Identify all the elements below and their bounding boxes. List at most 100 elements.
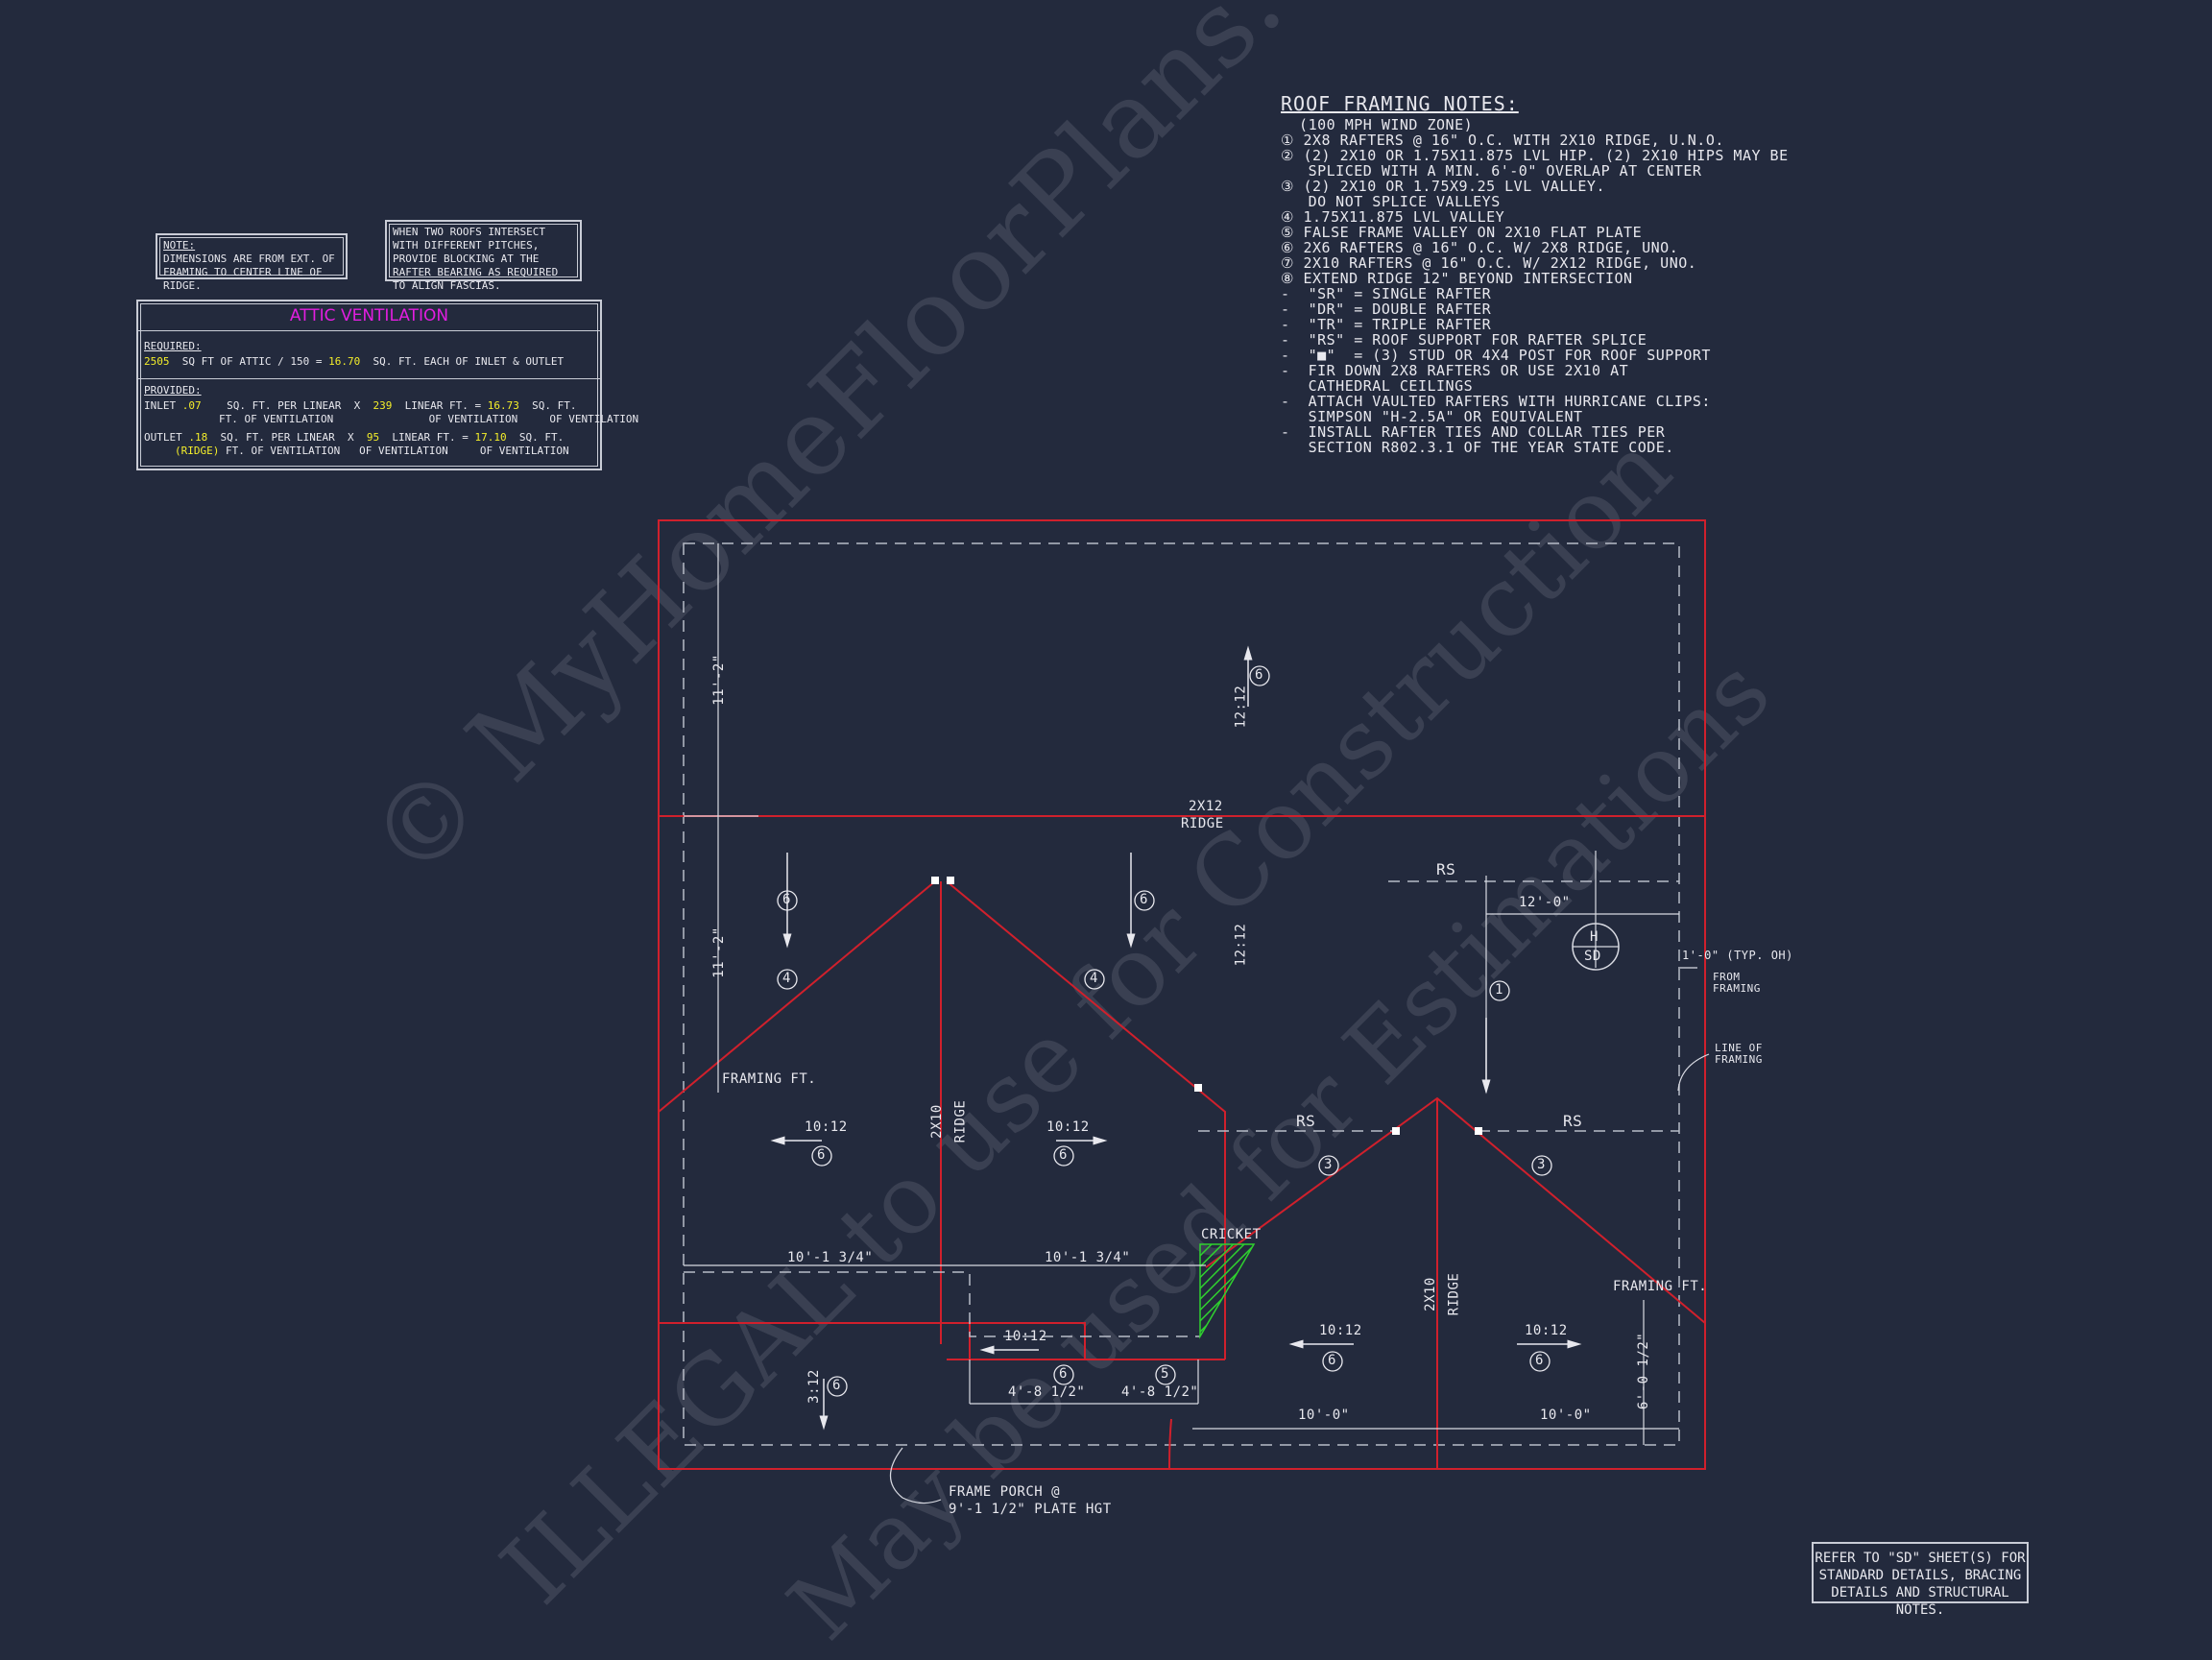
pitch-10-12-b: 10:12 [1046, 1119, 1090, 1135]
left-ridge-size: 2X10 [928, 1104, 945, 1139]
num-6-i: 6 [832, 1378, 841, 1393]
framing-ft-left: FRAMING FT. [722, 1071, 817, 1087]
pitch-12-12-b: 12:12 [1233, 923, 1249, 967]
porch-curve [1168, 1418, 1172, 1470]
note-line: - "TR" = TRIPLE RAFTER [1281, 316, 1492, 333]
outlet-rate: .18 [188, 431, 208, 444]
num-6-g: 6 [1535, 1353, 1544, 1368]
note-line: - "■" = (3) STUD OR 4x4 POST FOR ROOF SU… [1281, 347, 1711, 364]
note-line: - "RS" = ROOF SUPPORT FOR RAFTER SPLICE [1281, 331, 1647, 349]
note-line: SECTION R802.3.1 OF THE YEAR STATE CODE. [1281, 439, 1674, 456]
inlet-t1: SQ. FT. PER LINEAR [227, 399, 342, 412]
note-line: - "DR" = DOUBLE RAFTER [1281, 301, 1492, 318]
line-of-framing: LINE OF FRAMING [1715, 1042, 1763, 1066]
note-text: DIMENSIONS ARE FROM EXT. OF FRAMING TO C… [163, 253, 335, 292]
right-ridge-size: 2X10 [1422, 1277, 1438, 1311]
outlet-t6: OF VENTILATION [479, 445, 569, 457]
roof-framing-notes: ROOF FRAMING NOTES: (100 MPH WIND ZONE)①… [1281, 92, 1789, 455]
num-4-a: 4 [782, 971, 791, 986]
pitch-10-12-d: 10:12 [1525, 1323, 1568, 1338]
notes-lines: (100 MPH WIND ZONE)① 2x8 RAFTERS @ 16" O… [1281, 117, 1789, 455]
pitch-10-12-c: 10:12 [1319, 1323, 1362, 1338]
num-6-b: 6 [782, 892, 791, 907]
note-line: ② (2) 2x10 OR 1.75x11.875 LVL HIP. (2) 2… [1281, 147, 1789, 164]
inlet-rate: .07 [181, 399, 202, 412]
porch-note-1: FRAME PORCH @ [949, 1484, 1061, 1500]
dim-10-1-3-4-a: 10'-1 3/4" [787, 1250, 874, 1265]
outlet-x: x [347, 431, 354, 444]
left-ridge-word: RIDGE [952, 1099, 969, 1143]
inlet-row: INLET .07 SQ. FT. PER LINEAR x 239 LINEA… [144, 399, 576, 412]
main-ridge-size: 2X12 [1189, 799, 1223, 814]
num-3-b: 3 [1537, 1157, 1546, 1172]
framing-dashed [683, 542, 1680, 1446]
porch-note-2: 9'-1 1/2" PLATE HGT [949, 1502, 1112, 1517]
inlet-label: INLET [144, 399, 177, 412]
req-text-1: SQ FT OF ATTIC / 150 = [181, 355, 323, 368]
note-line: (100 MPH WIND ZONE) [1281, 116, 1474, 133]
dim-lines [684, 543, 1697, 1445]
num-6-c: 6 [1140, 892, 1148, 907]
rs-label-b: RS [1296, 1112, 1316, 1130]
framing-ft-right: FRAMING FT. [1613, 1279, 1708, 1294]
outer-frame [658, 519, 1706, 1470]
required-label: REQUIRED: [144, 340, 202, 352]
inlet-t2: LINEAR FT. = [404, 399, 482, 412]
cricket-label: CRICKET [1201, 1227, 1262, 1242]
dim-6-0-1-2: 6'-0 1/2" [1636, 1332, 1652, 1410]
outlet-total: 17.10 [474, 431, 507, 444]
note-line: SPLICED WITH A MIN. 6'-0" OVERLAP AT CEN… [1281, 162, 1702, 180]
note-line: ① 2x8 RAFTERS @ 16" O.C. WITH 2X10 RIDGE… [1281, 132, 1724, 149]
inlet-len: 239 [373, 399, 393, 412]
attic-sqft: 2505 [144, 355, 170, 368]
pitch-arrows [770, 645, 1582, 1431]
inlet-row-2: FT. OF VENTILATION OF VENTILATION OF VEN… [219, 413, 638, 425]
inlet-t4: FT. OF VENTILATION [219, 413, 334, 425]
rs-dashed [684, 880, 1679, 1337]
dim-1-0-typ: 1'-0" (TYP. OH) [1682, 949, 1793, 962]
outlet-ridge: (RIDGE) [175, 445, 220, 457]
sd-sd: SD [1584, 949, 1601, 964]
pitch-3-12: 3:12 [805, 1369, 822, 1404]
pitch-12-12-a: 12:12 [1233, 685, 1249, 729]
num-3-a: 3 [1324, 1157, 1333, 1172]
sd-h: H [1590, 929, 1599, 945]
note-title: NOTE: [163, 239, 196, 252]
note-box: NOTE: DIMENSIONS ARE FROM EXT. OF FRAMIN… [156, 233, 348, 292]
inlet-t6: OF VENTILATION [549, 413, 639, 425]
outlet-t2: LINEAR FT. = [392, 431, 469, 444]
leader-framing [1677, 1053, 1710, 1092]
inlet-t5: OF VENTILATION [428, 413, 518, 425]
note-line: ③ (2) 2x10 OR 1.75x9.25 LVL VALLEY. [1281, 178, 1605, 195]
num-6-d: 6 [817, 1147, 826, 1163]
posts [931, 877, 1482, 1135]
main-ridge-word: RIDGE [1181, 816, 1224, 831]
note-line: - INSTALL RAFTER TIES AND COLLAR TIES PE… [1281, 423, 1666, 441]
inlet-t3: SQ. FT. [532, 399, 577, 412]
req-value: 16.70 [328, 355, 361, 368]
inlet-x: x [353, 399, 361, 412]
num-6-e: 6 [1059, 1147, 1068, 1163]
num-5: 5 [1161, 1366, 1169, 1382]
from-framing: FROM FRAMING [1713, 971, 1761, 995]
outlet-row: OUTLET .18 SQ. FT. PER LINEAR x 95 LINEA… [144, 431, 564, 444]
outlet-len: 95 [366, 431, 380, 444]
num-4-b: 4 [1090, 971, 1098, 986]
num-6-h: 6 [1059, 1366, 1068, 1382]
attic-title: ATTIC VENTILATION [138, 301, 600, 331]
outlet-label: OUTLET [144, 431, 182, 444]
reference-note-text: REFER TO "SD" SHEET(S) FOR STANDARD DETA… [1815, 1551, 2026, 1618]
porch-lines [659, 1322, 1225, 1360]
rs-label-c: RS [1563, 1112, 1583, 1130]
num-1: 1 [1495, 982, 1503, 998]
dim-12-0: 12'-0" [1519, 895, 1571, 910]
pitch-note-text: WHEN TWO ROOFS INTERSECT WITH DIFFERENT … [393, 226, 559, 292]
notes-title: ROOF FRAMING NOTES: [1281, 92, 1519, 115]
dim-10-0-a: 10'-0" [1298, 1407, 1350, 1423]
note-line: ⑧ EXTEND RIDGE 12" BEYOND INTERSECTION [1281, 270, 1633, 287]
note-line: SIMPSON "H-2.5A" OR EQUIVALENT [1281, 408, 1583, 425]
note-line: - "SR" = SINGLE RAFTER [1281, 285, 1492, 302]
leader-porch [890, 1447, 942, 1504]
note-line: - FIR DOWN 2x8 RAFTERS OR USE 2x10 AT [1281, 362, 1629, 379]
